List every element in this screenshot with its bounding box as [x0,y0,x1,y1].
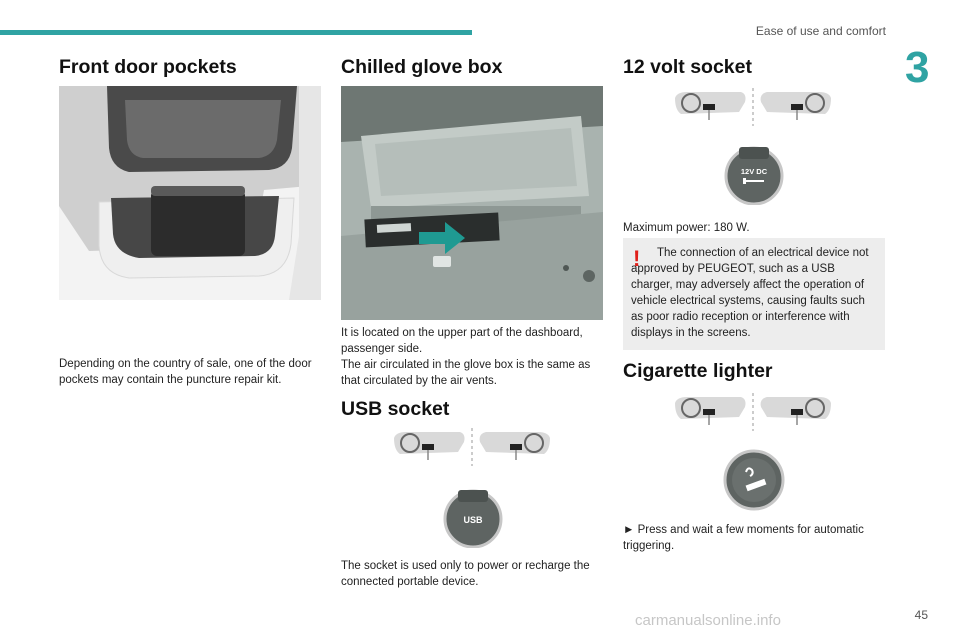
cigarette-lighter-section: Cigarette lighter [623,360,885,383]
glove-box-location-text: It is located on the upper part of the d… [341,327,583,355]
lighter-instruction-text: ► Press and wait a few moments for autom… [623,524,864,552]
glove-box-air-text: The air circulated in the glove box is t… [341,359,591,387]
page-number: 45 [914,608,928,622]
twelve-volt-socket-title: 12 volt socket [623,56,752,78]
usb-socket-title: USB socket [341,398,450,420]
max-power-text: Maximum power: 180 W. [623,222,750,234]
section-title: Ease of use and comfort [755,24,886,38]
twelve-volt-socket-section: 12 volt socket [623,56,885,79]
usb-socket-section: USB socket [341,398,603,421]
watermark: carmanualsonline.info [635,612,781,629]
lighter-position-diagram [673,393,833,431]
twelve-volt-socket-label: 12V DC [741,167,768,176]
twelve-volt-socket-icon: 12V DC [723,143,785,206]
front-door-pockets-section: Front door pockets [59,56,321,79]
chapter-number: 3 [905,43,930,92]
warning-box: ! The connection of an electrical device… [623,238,885,350]
usb-socket-text: The socket is used only to power or rech… [341,560,590,588]
chilled-glove-box-title: Chilled glove box [341,56,503,78]
twelve-volt-position-diagram [673,88,833,126]
glove-box-illustration [341,86,603,320]
cigarette-lighter-title: Cigarette lighter [623,360,773,382]
front-door-pockets-title: Front door pockets [59,56,237,78]
cigarette-lighter-icon [722,448,786,512]
warning-text: The connection of an electrical device n… [631,247,869,339]
usb-socket-label: USB [463,515,483,525]
usb-position-diagram [392,428,552,466]
chilled-glove-box-section: Chilled glove box [341,56,603,79]
header-accent-bar [0,30,472,35]
door-pocket-illustration [59,86,321,300]
usb-socket-icon: USB [442,486,504,549]
door-pockets-text: Depending on the country of sale, one of… [59,358,312,386]
warning-icon: ! [633,246,641,271]
